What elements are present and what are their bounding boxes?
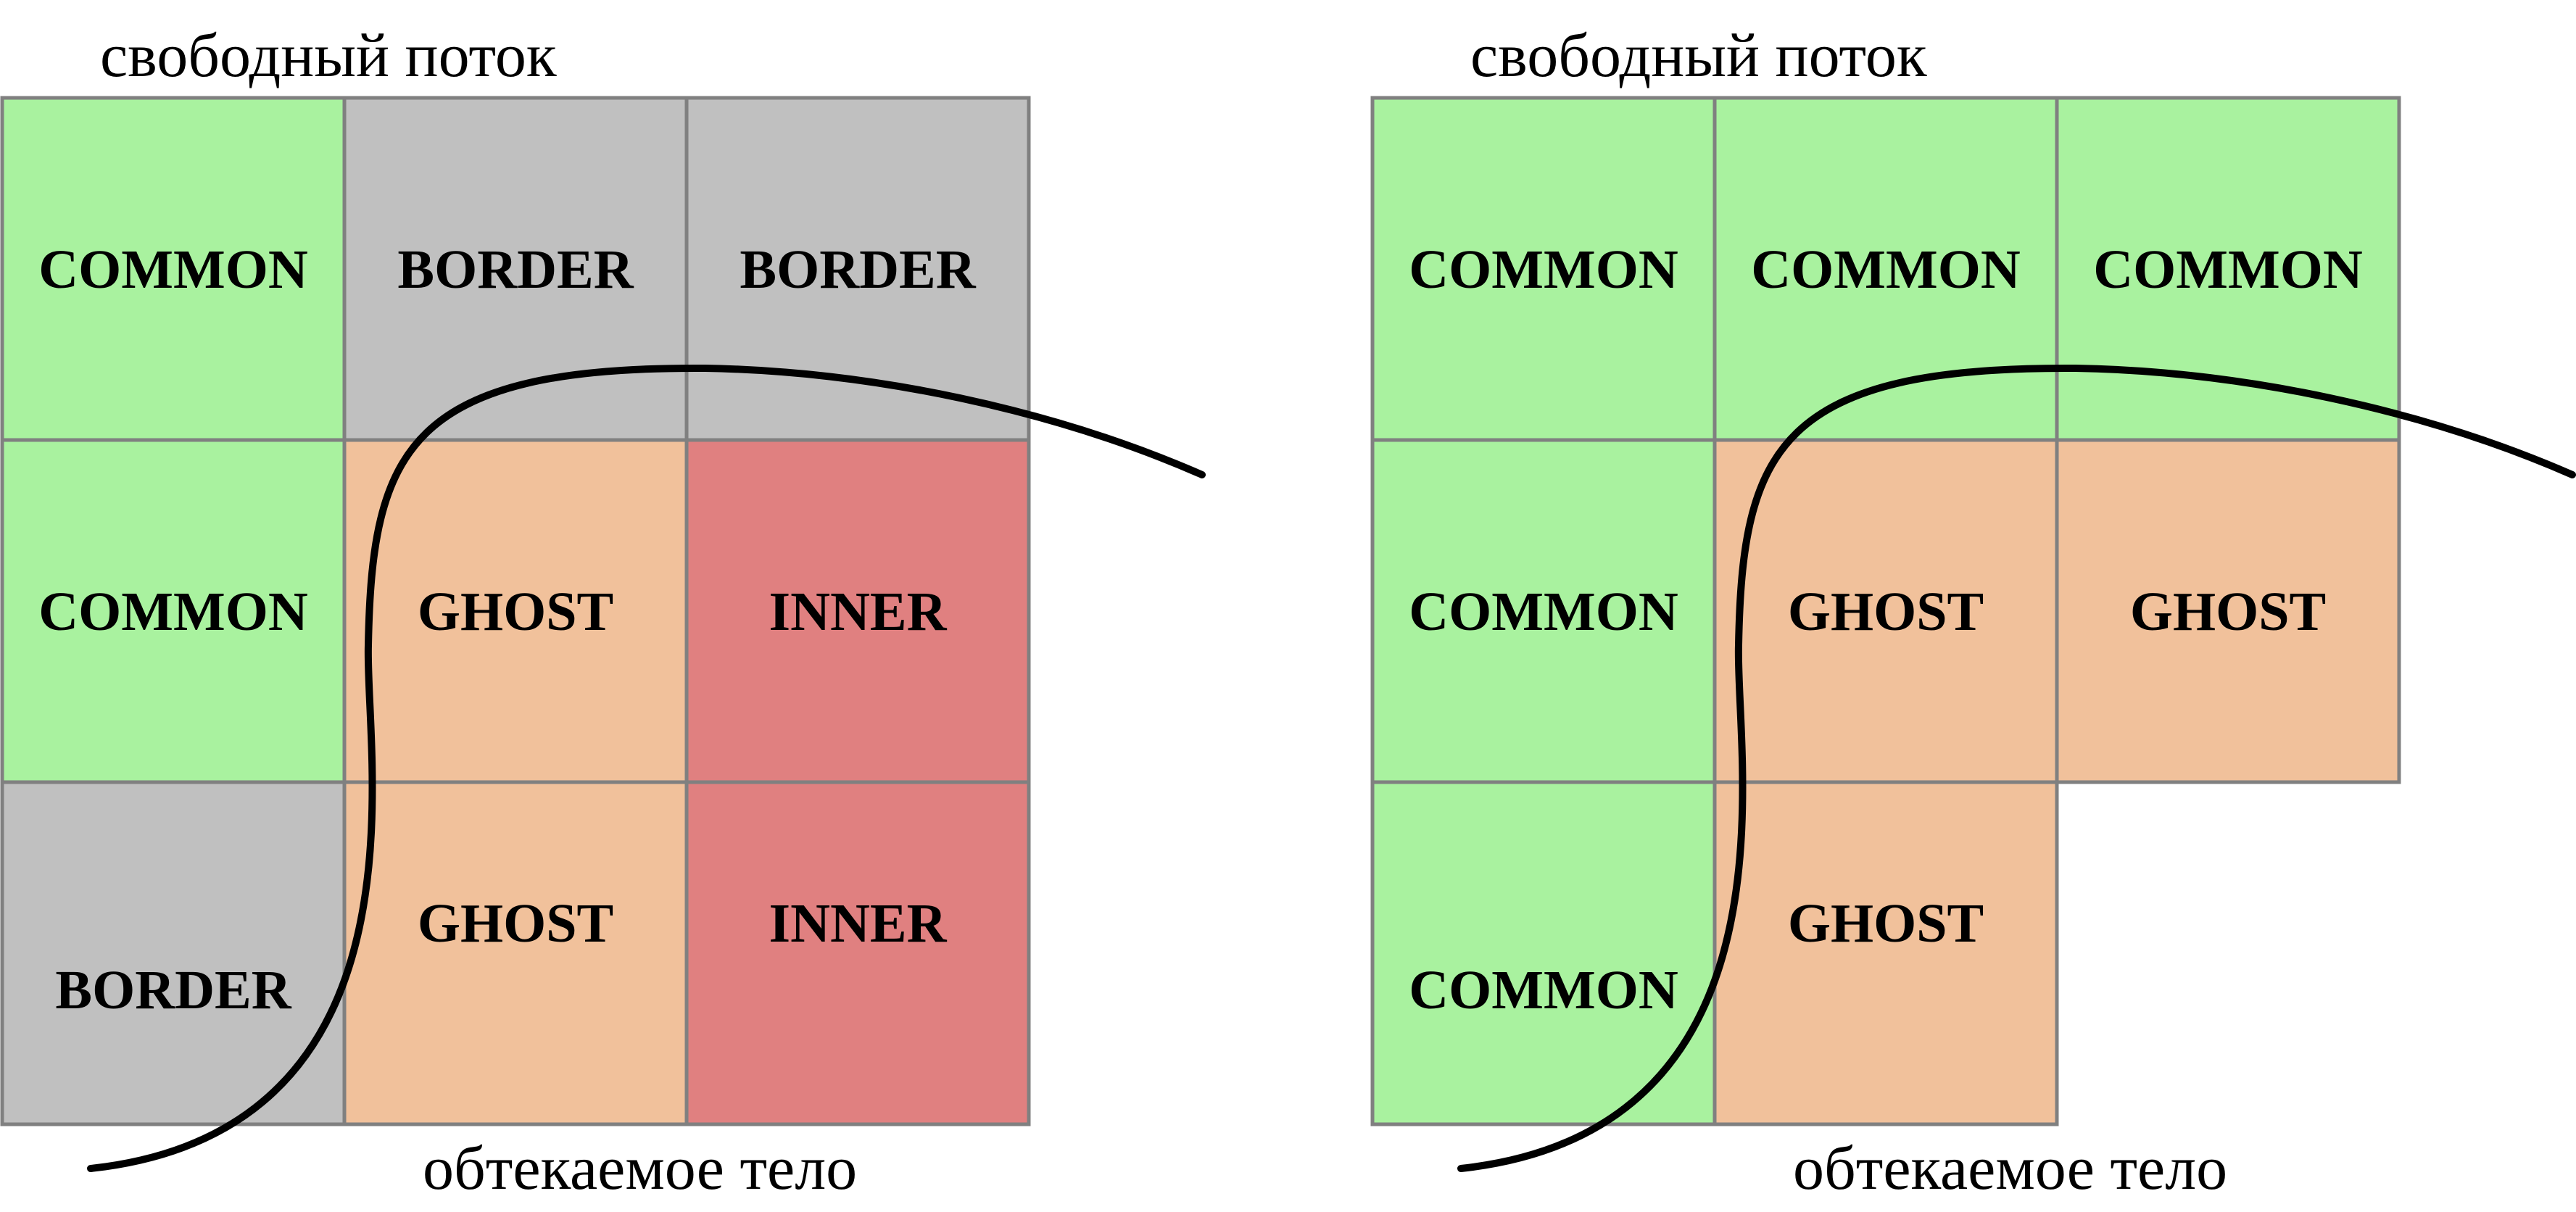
cell-fill — [2055, 438, 2401, 784]
body-contour-curve — [87, 364, 1206, 1172]
cell-common: COMMON — [1370, 780, 1717, 1126]
cell-ghost: GHOST — [342, 780, 689, 1126]
cell-label: GHOST — [418, 893, 613, 954]
cell-common: COMMON — [0, 96, 347, 442]
cell-inner: INNER — [684, 438, 1031, 784]
cell-label: GHOST — [2130, 581, 2326, 642]
cell-fill — [0, 438, 347, 784]
body-label: обтекаемое тело — [1793, 1133, 2227, 1203]
cell-border: BORDER — [684, 96, 1031, 442]
free-stream-label: свободный поток — [100, 20, 557, 90]
cell-fill — [1712, 438, 2059, 784]
cell-label: INNER — [769, 581, 948, 642]
cell-common: COMMON — [1370, 438, 1717, 784]
cell-label: COMMON — [1409, 960, 1678, 1021]
cell-fill — [0, 780, 347, 1126]
cell-fill — [342, 780, 689, 1126]
cell-border: BORDER — [0, 780, 347, 1126]
cell-ghost: GHOST — [342, 438, 689, 784]
cell-label: INNER — [769, 893, 948, 954]
cell-label: BORDER — [740, 239, 976, 300]
cell-fill — [684, 780, 1031, 1126]
cell-ghost: GHOST — [2055, 438, 2401, 784]
body-label: обтекаемое тело — [423, 1133, 857, 1203]
cell-label: COMMON — [1409, 239, 1678, 300]
cell-label: GHOST — [1788, 581, 1984, 642]
body-contour-curve — [1457, 364, 2576, 1172]
cell-label: COMMON — [38, 239, 307, 300]
cell-fill — [1370, 780, 1717, 1126]
cell-label: COMMON — [38, 581, 307, 642]
cell-common: COMMON — [1370, 96, 1717, 442]
cell-label: BORDER — [55, 960, 291, 1021]
cell-fill — [1370, 438, 1717, 784]
cell-ghost: GHOST — [1712, 438, 2059, 784]
cell-fill — [1370, 96, 1717, 442]
cell-inner: INNER — [684, 780, 1031, 1126]
free-stream-label: свободный поток — [1470, 20, 1927, 90]
cell-common: COMMON — [0, 438, 347, 784]
cell-common: COMMON — [2055, 96, 2401, 442]
cell-label: GHOST — [418, 581, 613, 642]
cell-label: GHOST — [1788, 893, 1984, 954]
cell-label: COMMON — [1751, 239, 2020, 300]
cell-label: COMMON — [2093, 239, 2362, 300]
cell-label: COMMON — [1409, 581, 1678, 642]
cell-fill — [0, 96, 347, 442]
cell-ghost: GHOST — [1712, 780, 2059, 1126]
cell-label: BORDER — [397, 239, 634, 300]
cell-fill — [1712, 780, 2059, 1126]
